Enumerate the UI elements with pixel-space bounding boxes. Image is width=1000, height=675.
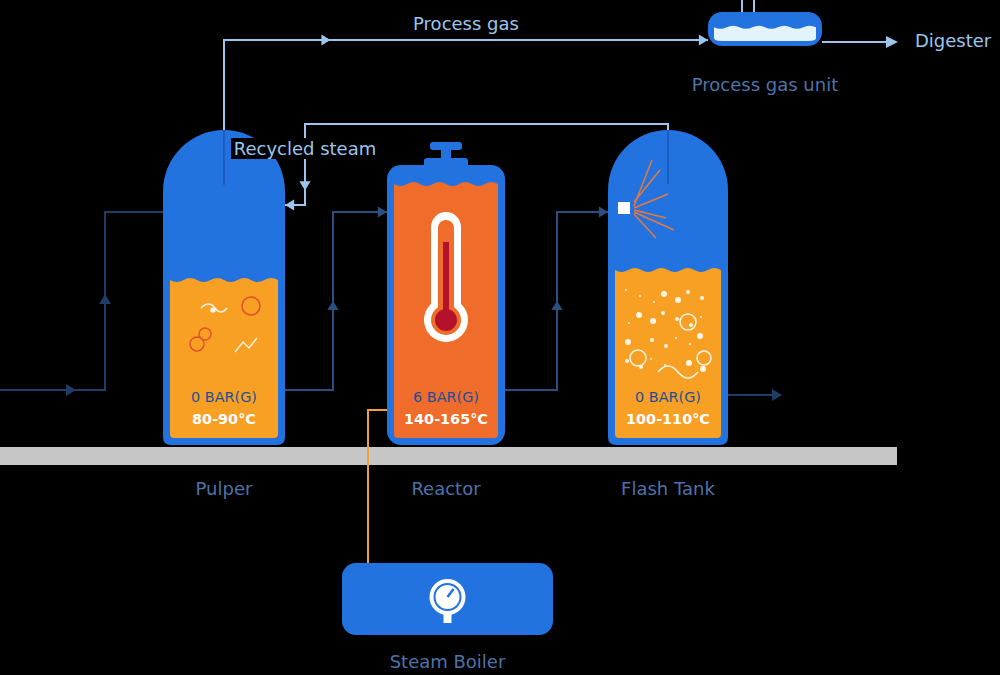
bacteria-illustration [630,314,711,378]
gauge-ring [435,584,461,610]
flow-arrow [551,301,562,310]
unit-label: Reactor [411,478,480,499]
steam-spray [634,160,674,238]
flow-connector [505,206,608,390]
ground-bar [0,447,897,465]
vessel-shape [342,563,553,635]
flow-arrow [321,34,330,45]
inlet-line [0,212,163,390]
unit-label: Pulper [196,478,253,499]
vessel-seam [223,130,225,185]
flow-arrow [327,301,338,310]
thermometer-mercury [443,242,449,320]
flow-arrow [99,294,111,304]
unit-label: Process gas unit [692,74,838,95]
bacteria-illustration [190,297,260,352]
vessel-body [163,130,285,445]
digester-line [822,41,890,43]
flow-arrow [299,181,310,190]
destination-label: Digester [915,30,991,51]
flow-connector [285,206,387,390]
gas-unit-liquid [714,26,816,41]
vessel-node: Steam Boiler [342,563,553,635]
vessel-body [608,130,728,445]
vessel-node: 0 BAR(G)100-110°CFlash Tank [608,130,728,445]
flow-label: Recycled steam [231,138,380,159]
gas-unit-body [708,12,822,46]
vessel-node: Process gas unit [708,12,822,46]
connector-line [368,410,387,563]
unit-label: Steam Boiler [390,651,506,672]
vessel-seam [667,130,669,184]
vessel-shape [708,12,822,46]
temperature-value: 140-165°C [387,411,505,427]
boiler-body [342,563,553,635]
flow-label: Process gas [410,13,522,34]
flow-connector [368,410,387,563]
outlet-line [728,394,778,396]
arrow-head [378,206,387,217]
connector-line [285,212,387,390]
arrow-head [285,199,294,210]
flow-connector [224,34,708,130]
arrow-head [599,206,608,217]
connector-line [224,40,708,130]
temperature-value: 80-90°C [163,411,285,427]
vessel-body [387,165,505,445]
vessel-node: 6 BAR(G)140-165°CReactor [387,142,505,445]
thermometer-mercury [435,309,457,331]
thermometer-bulb-inner [431,305,461,335]
unit-label: Flash Tank [621,478,715,499]
vessel-node: 0 BAR(G)80-90°CPulper [163,130,285,445]
flow-arrow [66,384,76,396]
pressure-value: 0 BAR(G) [163,389,285,405]
gauge-needle [448,589,454,597]
spray-nozzle [618,202,630,214]
arrow-head [699,34,708,45]
gas-stub [753,0,755,14]
connector-line [505,212,608,390]
thermometer-tube [438,220,454,320]
bacteria-dots [625,289,706,372]
pressure-value: 6 BAR(G) [387,389,505,405]
flow-arrow [886,36,898,48]
gauge-face [430,579,466,615]
pressure-value: 0 BAR(G) [608,389,728,405]
gas-stub [741,0,743,14]
flow-arrow [772,389,782,401]
temperature-value: 100-110°C [608,411,728,427]
